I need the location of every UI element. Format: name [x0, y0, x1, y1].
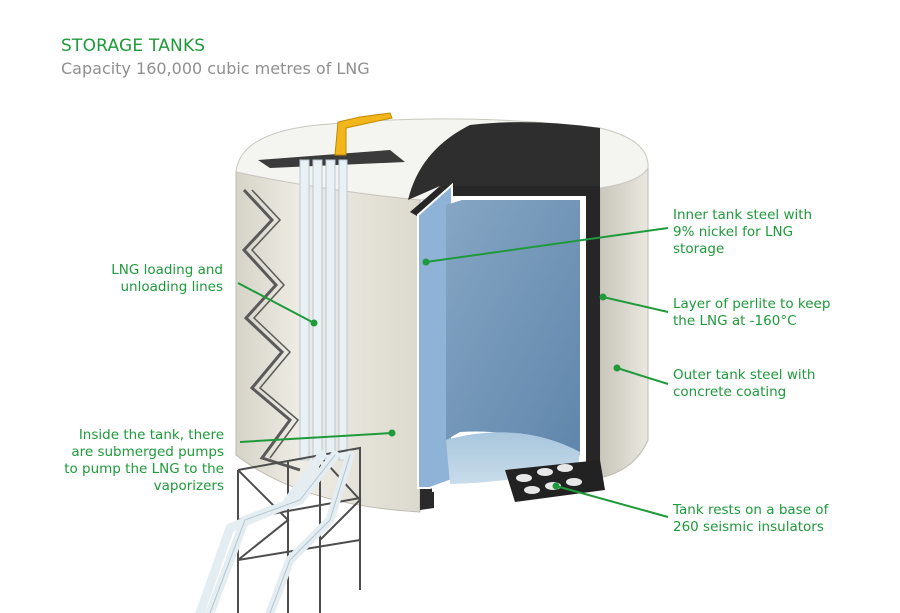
- label-line: to pump the LNG to the: [64, 461, 224, 477]
- label-line: 260 seismic insulators: [673, 519, 824, 535]
- label-line: the LNG at -160°C: [673, 313, 797, 329]
- label-loading-lines: LNG loading and unloading lines: [60, 262, 223, 296]
- label-line: LNG loading and: [111, 262, 223, 278]
- label-line: 9% nickel for LNG: [673, 224, 794, 240]
- page-subtitle: Capacity 160,000 cubic metres of LNG: [61, 59, 370, 78]
- label-line: vaporizers: [153, 478, 224, 494]
- label-submerged-pumps: Inside the tank, there are submerged pum…: [20, 427, 224, 495]
- inner-tank: [417, 182, 586, 492]
- label-inner-tank: Inner tank steel with 9% nickel for LNG …: [673, 207, 893, 258]
- leader-lines: [237, 227, 669, 518]
- label-outer-tank: Outer tank steel with concrete coating: [673, 367, 893, 401]
- label-line: Inside the tank, there: [78, 427, 224, 443]
- label-seismic-base: Tank rests on a base of 260 seismic insu…: [673, 502, 893, 536]
- label-perlite: Layer of perlite to keep the LNG at -160…: [673, 296, 893, 330]
- label-line: unloading lines: [120, 279, 223, 295]
- seismic-base: [505, 460, 605, 502]
- label-line: Tank rests on a base of: [673, 502, 829, 518]
- label-line: storage: [673, 241, 725, 257]
- label-line: concrete coating: [673, 384, 787, 400]
- label-line: Layer of perlite to keep: [673, 296, 831, 312]
- leader-dots: [310, 258, 621, 490]
- label-line: Outer tank steel with: [673, 367, 816, 383]
- ground-pipes: [195, 450, 355, 613]
- label-line: are submerged pumps: [71, 444, 224, 460]
- page-title: STORAGE TANKS: [61, 36, 206, 56]
- label-line: Inner tank steel with: [673, 207, 813, 223]
